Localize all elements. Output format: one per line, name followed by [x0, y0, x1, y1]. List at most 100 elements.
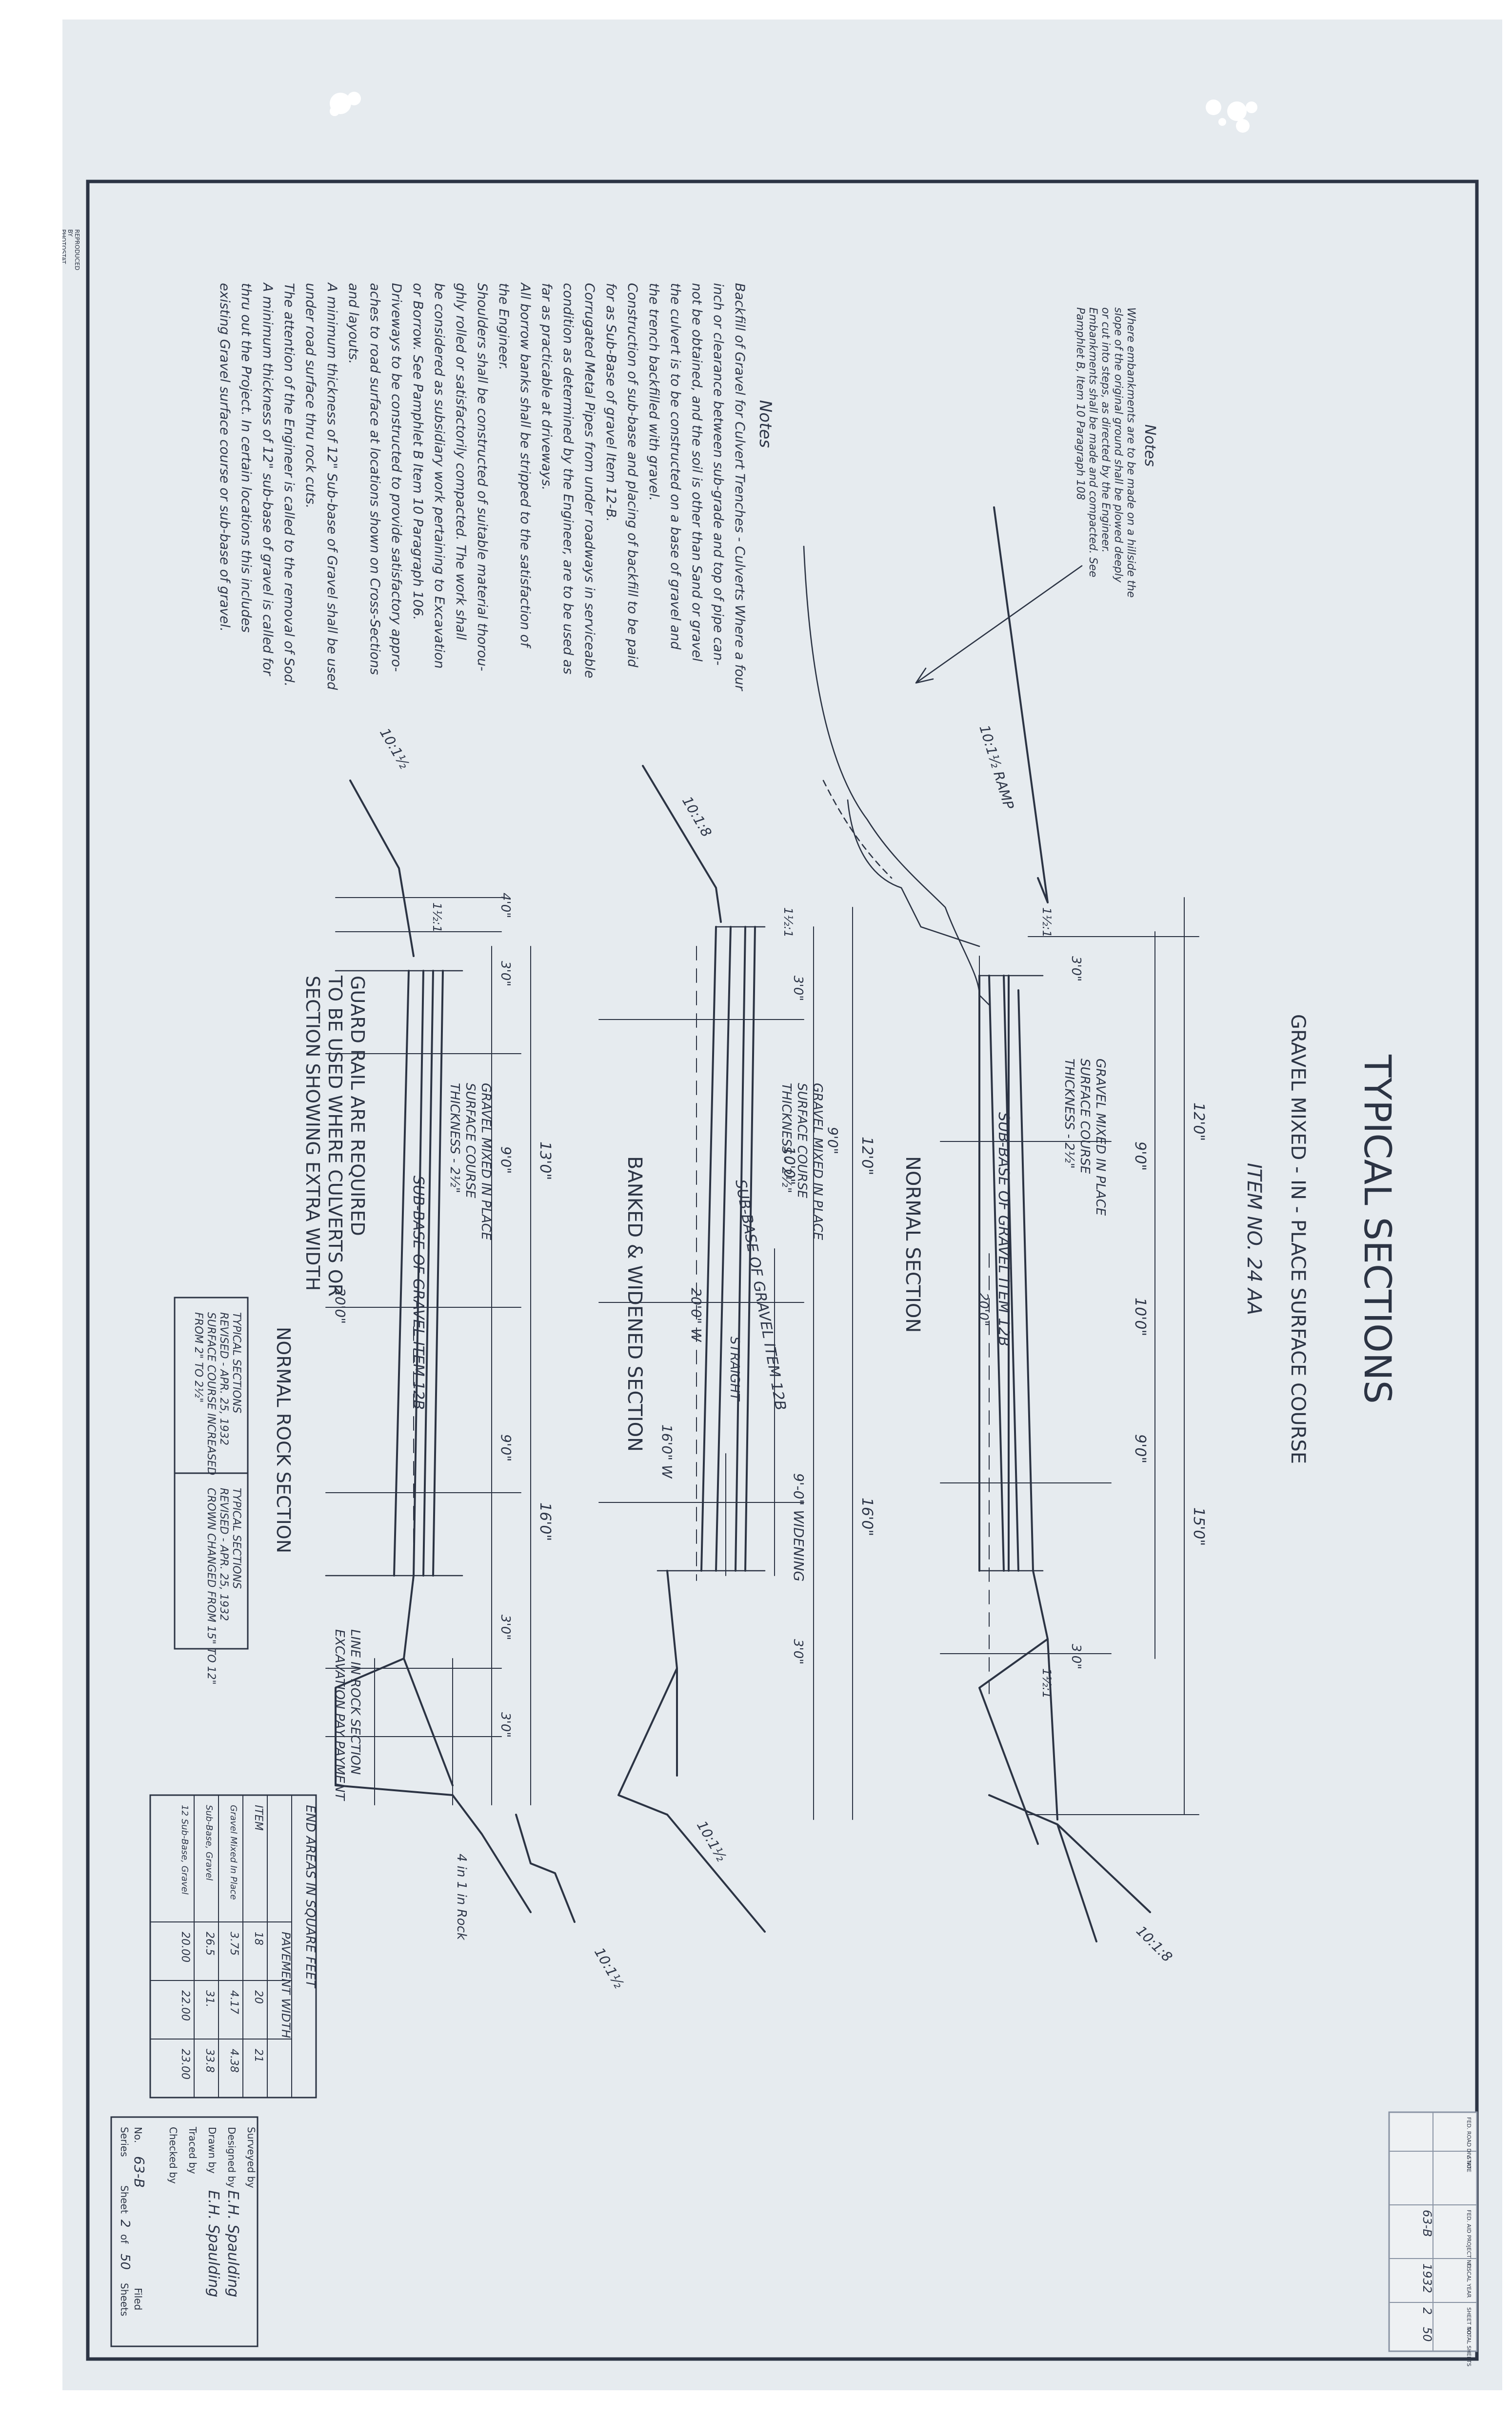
normal-subbase-label: SUB-BASE OF GRAVEL ITEM 12B: [995, 1112, 1012, 1346]
tb-of: of: [119, 2234, 130, 2244]
svg-text:TYPICAL SECTIONS: TYPICAL SECTIONS: [230, 1488, 242, 1589]
general-notes: Notes Backfill of Gravel for Culvert Tre…: [217, 282, 775, 692]
drawing-subtitle: GRAVEL MIXED - IN - PLACE SURFACE COURSE: [1287, 1014, 1309, 1464]
dim-label: 3'0": [791, 1639, 805, 1664]
note-line: the trench backfilled with gravel.: [646, 283, 661, 501]
binder-holes: [330, 92, 1257, 133]
title-block-row-label: Surveyed by: [245, 2127, 257, 2188]
dim-label: 20'0" W: [688, 1288, 704, 1342]
title-block-row: Surveyed by: [245, 2127, 257, 2188]
note-line: A minimum thickness of 12" sub-base of g…: [260, 282, 275, 677]
note-line: inch or clearance between sub-grade and …: [711, 283, 726, 665]
slope-label: 10:1½: [694, 1818, 730, 1864]
stamp-value-text: 2: [1420, 2307, 1434, 2315]
svg-text:LINE IN ROCK SECTION: LINE IN ROCK SECTION: [348, 1629, 362, 1775]
dim-label: 1½:1: [430, 902, 444, 933]
stamp-value: 63-B: [1420, 2210, 1434, 2237]
svg-text:REVISED - APR. 25, 1932: REVISED - APR. 25, 1932: [218, 1312, 230, 1445]
title-block-row-value: E.H. Spaulding: [224, 2190, 241, 2297]
end-areas-header-text: 20: [252, 1990, 264, 2004]
end-areas-cell: Gravel Mixed In Place: [228, 1805, 239, 1900]
tb-total: 50: [118, 2254, 132, 2270]
note-line: aches to road surface at locations shown…: [367, 283, 382, 675]
end-areas-header-cell: 20: [252, 1990, 264, 2004]
title-block-row-value: E.H. Spaulding: [205, 2190, 222, 2297]
end-areas-header-text: 18: [252, 1932, 264, 1945]
note-line: be considered as subsidiary work pertain…: [432, 283, 447, 669]
revision-right: TYPICAL SECTIONS REVISED - APR. 25, 1932…: [205, 1488, 242, 1685]
hillside-notes-heading: Notes: [1141, 424, 1158, 467]
title-block-row-label: Drawn by: [206, 2127, 218, 2174]
widening-label: 9'-0" WIDENING: [791, 1473, 807, 1581]
stamp-header: STATE: [1466, 2156, 1472, 2172]
note-line: Backfill of Gravel for Culvert Trenches …: [732, 283, 747, 692]
extra-surface-note: GRAVEL MIXED IN PLACE SURFACE COURSE THI…: [447, 1083, 493, 1240]
tb-sheets: Sheets: [119, 2283, 130, 2316]
excavation-note: EXCAVATION PAY PAYMENT LINE IN ROCK SECT…: [332, 1629, 362, 1801]
item-number: ITEM NO. 24 AA: [1243, 1163, 1265, 1315]
title-block-row-label: Designed by: [226, 2127, 238, 2188]
svg-text:SURFACE COURSE: SURFACE COURSE: [463, 1083, 477, 1199]
end-areas-header-cell: ITEM: [252, 1805, 264, 1831]
extra-section-label: SECTION SHOWING EXTRA WIDTH TO BE USED W…: [302, 975, 368, 1297]
slope-label: 10:1½: [591, 1945, 627, 1991]
hillside-note-line: slope of the original ground shall be pl…: [1112, 307, 1124, 583]
end-areas-cell-text: 33.8: [203, 2049, 216, 2073]
stamp-header-text: TOTAL SHEETS: [1466, 2326, 1472, 2366]
note-line: the Engineer.: [496, 283, 511, 370]
end-areas-cell: Sub-Base, Gravel: [204, 1805, 214, 1880]
normal-surface-note: GRAVEL MIXED IN PLACE SURFACE COURSE THI…: [1062, 1059, 1108, 1216]
end-areas-cell: 4.38: [228, 2049, 240, 2073]
note-line: A minimum thickness of 12" Sub-base of G…: [324, 282, 339, 690]
normal-section-drawing: 12'0" 15'0" 10'0" 9'0" 9'0" 3'0" 3'0" 20…: [803, 506, 1207, 1965]
note-line: under road surface thru rock cuts.: [303, 283, 318, 508]
dim-label: 16'0" W: [659, 1424, 675, 1479]
title-block-row: Checked by: [167, 2127, 179, 2184]
dim-label: 9'0": [1132, 1434, 1149, 1463]
svg-text:TYPICAL SECTIONS: TYPICAL SECTIONS: [230, 1312, 242, 1413]
rock-section-label: NORMAL ROCK SECTION: [273, 1327, 294, 1553]
dim-label: 3'0": [498, 1615, 513, 1640]
stamp-header-text: FED. AID PROJECT NO.: [1466, 2210, 1472, 2269]
tb-number-label: No.: [132, 2127, 144, 2143]
svg-text:GRAVEL MIXED IN PLACE: GRAVEL MIXED IN PLACE: [1093, 1059, 1108, 1216]
dim-label: 3'0": [1069, 1644, 1083, 1669]
end-areas-cell: 3.75: [228, 1932, 240, 1956]
svg-text:SURFACE COURSE INCREASED: SURFACE COURSE INCREASED: [205, 1312, 217, 1475]
dim-label: 3'0": [791, 976, 805, 1001]
end-areas-cell: 33.8: [203, 2049, 216, 2073]
dim-label: 16'0": [537, 1502, 554, 1541]
dim-label: 9'0": [825, 1127, 841, 1154]
revision-left: TYPICAL SECTIONS REVISED - APR. 25, 1932…: [192, 1312, 242, 1475]
end-areas-cell-text: 4.38: [228, 2049, 240, 2073]
stamp-header: FED. AID PROJECT NO.: [1466, 2210, 1472, 2269]
end-areas-title: END AREAS IN SQUARE FEET: [303, 1805, 318, 1989]
note-line: Construction of sub-base and placing of …: [625, 283, 640, 668]
dim-label: 4'0": [498, 893, 513, 918]
slope-label: 10:1½ RAMP: [976, 723, 1017, 811]
notes-lines: Backfill of Gravel for Culvert Trenches …: [217, 282, 747, 692]
stamp-value-text: 1932: [1420, 2263, 1434, 2293]
svg-text:SECTION SHOWING EXTRA WIDTH: SECTION SHOWING EXTRA WIDTH: [302, 976, 323, 1291]
extra-subbase-label: SUB-BASE OF GRAVEL ITEM 12B: [410, 1176, 427, 1410]
tb-series-label: Series: [119, 2127, 130, 2157]
end-areas-cell: 23.00: [179, 2049, 191, 2080]
stamp-header-text: STATE: [1466, 2156, 1472, 2172]
end-areas-cell-text: 20.00: [179, 1932, 191, 1962]
end-areas-subtitle: PAVEMENT WIDTH: [279, 1932, 293, 2038]
note-line: for as Sub-Base of gravel Item 12-B.: [603, 283, 618, 522]
end-areas-cell: 20.00: [179, 1932, 191, 1962]
svg-text:REVISED - APR. 25, 1932: REVISED - APR. 25, 1932: [218, 1488, 230, 1621]
banked-surface-note: GRAVEL MIXED IN PLACE SURFACE COURSE THI…: [779, 1083, 825, 1240]
svg-text:SURFACE COURSE: SURFACE COURSE: [795, 1083, 809, 1199]
end-areas-cell-text: Sub-Base, Gravel: [204, 1805, 214, 1880]
title-block-row: Drawn by E.H. Spaulding: [205, 2127, 222, 2297]
stamp-value: 2: [1420, 2307, 1434, 2315]
hillside-note-line: Where embankments are to be made on a hi…: [1125, 307, 1137, 598]
tb-filed: Filed: [132, 2288, 144, 2310]
straight-label: STRAIGHT: [727, 1337, 742, 1402]
drawing-title: TYPICAL SECTIONS: [1356, 1054, 1399, 1404]
